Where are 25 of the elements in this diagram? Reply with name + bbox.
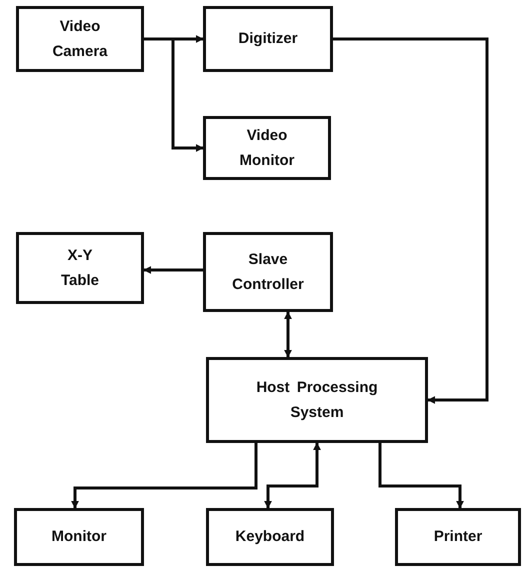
process-box	[206, 508, 334, 566]
arrow	[378, 443, 464, 509]
process-box	[16, 6, 144, 72]
box-label: Slave Controller	[231, 250, 305, 295]
box-label: Monitor	[52, 527, 106, 548]
process-box	[203, 232, 333, 312]
box-label: Host Processing System	[255, 378, 379, 423]
box-label: Digitizer	[238, 29, 298, 50]
process-box	[395, 508, 521, 566]
arrow	[71, 443, 258, 509]
process-box	[16, 232, 144, 304]
process-box	[203, 116, 331, 180]
box-label: Printer	[434, 527, 482, 548]
arrow	[333, 38, 488, 404]
process-box	[206, 357, 428, 443]
arrow	[284, 311, 292, 358]
box-label: Video Camera	[51, 16, 109, 62]
process-box	[14, 508, 144, 566]
arrow	[264, 442, 321, 509]
box-label: Keyboard	[235, 527, 305, 548]
box-label: Video Monitor	[238, 126, 296, 171]
arrow	[144, 38, 204, 152]
arrow	[143, 266, 203, 274]
box-label: X-Y Table	[60, 246, 100, 291]
process-box	[203, 6, 333, 72]
